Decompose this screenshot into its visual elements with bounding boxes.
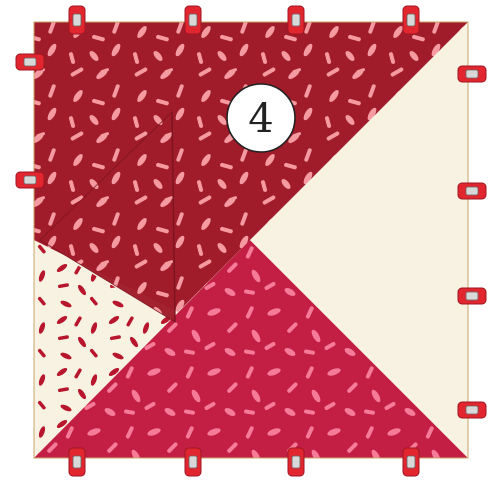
sewing-clip-icon [458,66,486,82]
sewing-clip-icon [458,183,486,199]
sewing-clip-icon [288,448,304,476]
sewing-clip-icon [185,6,201,34]
sewing-clip-icon [288,6,304,34]
sewing-clip-icon [403,448,419,476]
sewing-clip-icon [16,54,44,70]
step-badge: 4 [227,84,295,152]
sewing-clip-icon [458,402,486,418]
sewing-clip-icon [185,448,201,476]
sewing-clip-icon [458,288,486,304]
sewing-clip-icon [16,172,44,188]
sewing-clip-icon [403,6,419,34]
step-number: 4 [248,96,273,142]
sewing-clip-icon [69,6,85,34]
sewing-clip-icon [69,448,85,476]
